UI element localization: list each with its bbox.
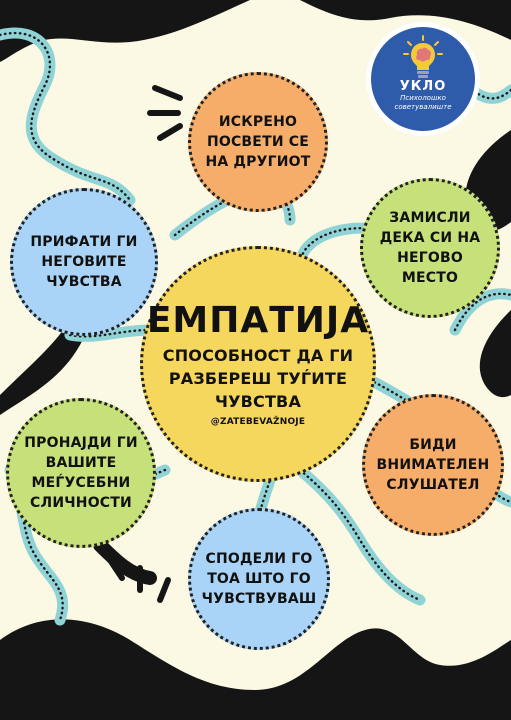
logo-subtitle: Психолошко (400, 94, 446, 102)
logo-name: УКЛО (399, 79, 447, 94)
blob-right-lower (479, 310, 511, 398)
hashtag: @ZATEBEVAŽNOJE (210, 416, 306, 427)
bubble-text-line: СЛИЧНОСТИ (30, 495, 132, 511)
bubble-text-line: СЛУШАТЕЛ (386, 477, 480, 493)
blob-top-right (300, 0, 511, 40)
bubble-text-line: ИСКРЕНО (218, 114, 298, 130)
bubble-find-similarities: ПРОНАЈДИ ГИ ВАШИТЕ МЕЃУСЕБНИ СЛИЧНОСТИ (6, 398, 156, 548)
logo-badge: УКЛО Психолошко советувалиште (371, 27, 475, 131)
blob-top-left (0, 0, 250, 62)
bubble-empathy-center: ЕМПАТИЈА СПОСОБНОСТ ДА ГИ РАЗБЕРЕШ ТУЃИТ… (140, 246, 376, 482)
lightbulb-brain-icon (403, 35, 443, 78)
bubble-text-line: БИДИ (409, 437, 457, 453)
bubble-accept-feelings: ПРИФАТИ ГИ НЕГОВИТЕ ЧУВСТВА (10, 188, 158, 336)
bubble-text-line: СПОДЕЛИ ГО (205, 551, 313, 567)
bubble-text-line: МЕЃУСЕБНИ (31, 475, 131, 491)
empathy-title: ЕМПАТИЈА (146, 299, 370, 341)
blob-bottom (0, 619, 511, 720)
bubble-text-line: ЧУВСТВА (46, 274, 122, 290)
bubble-text-line: ПРОНАЈДИ ГИ (24, 435, 138, 451)
bubble-imagine-place: ЗАМИСЛИ ДЕКА СИ НА НЕГОВО МЕСТО (360, 178, 500, 318)
center-text-line: ЧУВСТВА (214, 391, 302, 411)
bubble-text-line: НЕГОВИТЕ (41, 254, 127, 270)
bubble-share-feelings: СПОДЕЛИ ГО ТОА ШТО ГО ЧУВСТВУВАШ (188, 508, 330, 650)
bubble-text-line: ВАШИТЕ (45, 455, 117, 471)
center-text-line: РАЗБЕРЕШ ТУЃИТЕ (168, 368, 348, 388)
bubble-text-line: ТОА ШТО ГО (207, 571, 311, 587)
bubble-text-line: ЗАМИСЛИ (389, 210, 471, 226)
bubble-text-line: ДЕКА СИ НА (379, 230, 481, 246)
bubble-text-line: ЧУВСТВУВАШ (201, 591, 317, 607)
blob-bottom-left-swoop (93, 538, 157, 585)
bubble-text-line: ПРИФАТИ ГИ (30, 234, 138, 250)
bubble-sincerely-dedicate: ИСКРЕНО ПОСВЕТИ СЕ НА ДРУГИОТ (188, 72, 328, 212)
bubble-text-line: НА ДРУГИОТ (205, 154, 311, 170)
bubble-text-line: ВНИМАТЕЛЕН (376, 457, 490, 473)
emphasis-strokes (107, 85, 183, 603)
blob-left-middle (0, 312, 86, 415)
bubble-text-line: МЕСТО (401, 270, 459, 286)
bubble-text-line: ПОСВЕТИ СЕ (206, 134, 310, 150)
uklo-logo: УКЛО Психолошко советувалиште (366, 22, 480, 136)
bubble-text-line: НЕГОВО (397, 250, 463, 266)
bubble-attentive-listener: БИДИ ВНИМАТЕЛЕН СЛУШАТЕЛ (362, 394, 504, 536)
logo-subtitle: советувалиште (394, 103, 452, 111)
center-text-line: СПОСОБНОСТ ДА ГИ (162, 345, 354, 365)
